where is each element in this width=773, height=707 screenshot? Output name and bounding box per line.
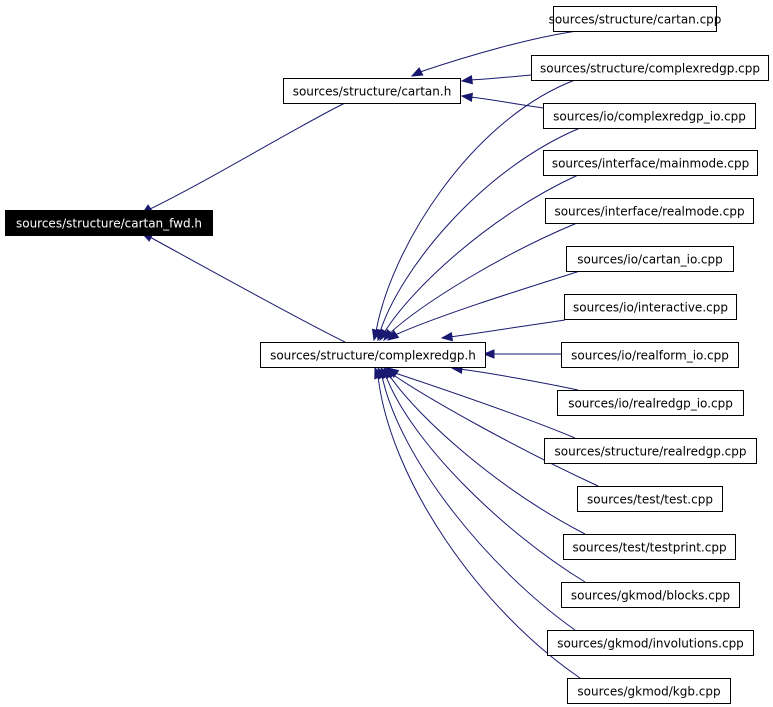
node-label: sources/gkmod/involutions.cpp [557,637,744,651]
node-testprint-cpp[interactable]: sources/test/testprint.cpp [563,534,736,560]
node-involutions-cpp[interactable]: sources/gkmod/involutions.cpp [547,630,754,656]
node-cartan-cpp[interactable]: sources/structure/cartan.cpp [549,6,722,32]
node-cartan-fwd-h: sources/structure/cartan_fwd.h [5,210,213,236]
node-realredgp-cpp[interactable]: sources/structure/realredgp.cpp [544,438,757,464]
edge-cartan_io_cpp-to-complexredgp_h [386,270,581,341]
edge-line [381,375,576,631]
arrowhead [383,328,395,342]
edge-line [419,30,578,73]
node-box [547,630,754,656]
edge-line [379,127,581,333]
edge-cartan_h-to-cartan_fwd_h [140,102,346,215]
arrowhead [482,349,495,359]
arrowhead [374,366,384,380]
node-box [564,294,737,320]
node-box [543,150,758,176]
edge-cartan_cpp-to-cartan_h [410,30,578,77]
node-label: sources/interface/mainmode.cpp [552,157,749,171]
node-label: sources/io/realredgp_io.cpp [568,397,733,411]
node-label: sources/io/realform_io.cpp [571,349,729,363]
edge-complexredgp_io_cpp-to-cartan_h [460,92,544,109]
arrowhead [386,330,400,341]
edge-line [147,102,346,211]
node-box [545,198,754,224]
edge-line [388,374,586,535]
arrowhead [379,328,390,342]
node-box [544,438,757,464]
node-box [553,6,717,32]
graph-nodes: sources/structure/cartan_fwd.h sources/st… [5,6,769,704]
edge-line [375,79,576,333]
node-box [557,390,744,416]
edge-line [385,375,586,583]
node-complexredgp-io-cpp[interactable]: sources/io/complexredgp_io.cpp [543,103,756,129]
node-label: sources/structure/cartan_fwd.h [16,217,202,231]
node-box [283,78,461,104]
edge-mainmode_cpp-to-complexredgp_h [379,174,579,342]
node-box [260,342,486,368]
edge-interactive_cpp-to-complexredgp_h [440,319,566,342]
node-label: sources/interface/realmode.cpp [554,205,744,219]
edge-line [469,74,532,81]
node-label: sources/gkmod/blocks.cpp [571,589,730,603]
node-box [531,55,769,81]
node-label: sources/structure/complexredgp.cpp [540,62,760,76]
node-label: sources/test/testprint.cpp [572,541,726,555]
node-label: sources/structure/realredgp.cpp [555,445,747,459]
node-complexredgp-cpp[interactable]: sources/structure/complexredgp.cpp [531,55,769,81]
edge-line [388,222,578,335]
graph-edges [140,30,599,679]
edge-kgb_cpp-to-complexredgp_h [374,366,581,679]
edge-line [383,174,579,334]
node-realmode-cpp[interactable]: sources/interface/realmode.cpp [545,198,754,224]
node-label: sources/test/test.cpp [587,493,713,507]
node-realredgp-io-cpp[interactable]: sources/io/realredgp_io.cpp [557,390,744,416]
edge-test_cpp-to-complexredgp_h [385,367,599,487]
edge-line [394,270,581,336]
edge-involutions_cpp-to-complexredgp_h [377,366,576,631]
node-label: sources/structure/cartan.cpp [549,13,722,27]
edge-line [459,368,579,391]
node-box [567,678,731,704]
edge-complexredgp_h-to-cartan_fwd_h [140,232,346,343]
edge-line [147,235,346,343]
arrowhead [440,331,454,342]
edge-realredgp_io_cpp-to-complexredgp_h [450,364,579,391]
edge-realform_io_cpp-to-complexredgp_h [482,349,562,359]
node-label: sources/io/interactive.cpp [573,301,728,315]
node-interactive-cpp[interactable]: sources/io/interactive.cpp [564,294,737,320]
node-complexredgp-h[interactable]: sources/structure/complexredgp.h [260,342,486,368]
node-kgb-cpp[interactable]: sources/gkmod/kgb.cpp [567,678,731,704]
node-realform-io-cpp[interactable]: sources/io/realform_io.cpp [561,342,739,368]
node-box [563,534,736,560]
edge-line [377,375,581,679]
node-box [5,210,213,236]
edge-realmode_cpp-to-complexredgp_h [383,222,578,342]
node-test-cpp[interactable]: sources/test/test.cpp [577,486,723,512]
node-mainmode-cpp[interactable]: sources/interface/mainmode.cpp [543,150,758,176]
edge-line [391,373,599,487]
edge-complexredgp_cpp-to-cartan_h [460,74,532,85]
node-box [566,246,734,272]
edge-blocks_cpp-to-complexredgp_h [380,366,586,583]
node-label: sources/structure/complexredgp.h [270,349,476,363]
node-box [543,103,756,129]
node-label: sources/io/complexredgp_io.cpp [553,110,746,124]
node-box [561,582,740,608]
node-label: sources/gkmod/kgb.cpp [577,685,720,699]
node-label: sources/io/cartan_io.cpp [577,253,723,267]
arrowhead [460,74,474,85]
node-blocks-cpp[interactable]: sources/gkmod/blocks.cpp [561,582,740,608]
edge-line [469,96,544,109]
node-label: sources/structure/cartan.h [293,85,452,99]
node-box [561,342,739,368]
arrowhead [460,92,474,103]
node-cartan-h[interactable]: sources/structure/cartan.h [283,78,461,104]
edge-line [449,319,566,338]
node-box [577,486,723,512]
node-cartan-io-cpp[interactable]: sources/io/cartan_io.cpp [566,246,734,272]
arrowhead [410,67,424,77]
edge-line [394,372,576,439]
